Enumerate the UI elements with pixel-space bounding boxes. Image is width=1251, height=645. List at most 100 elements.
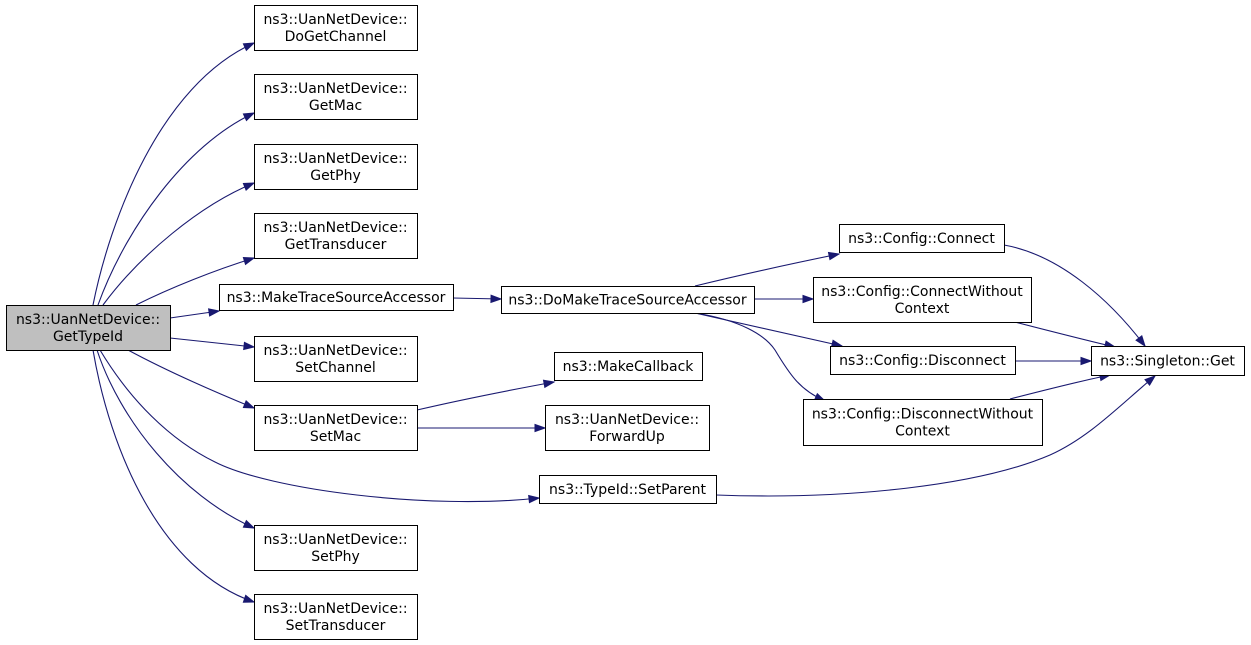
node-getPhy[interactable]: ns3::UanNetDevice::GetPhy [254, 144, 418, 190]
edge-line [96, 349, 255, 529]
node-box[interactable] [254, 594, 418, 640]
edge-root-to-getMac [97, 112, 256, 306]
node-label-line: ns3::Singleton::Get [1100, 354, 1235, 370]
nodes-layer: ns3::UanNetDevice::GetTypeIdns3::UanNetD… [6, 5, 1245, 640]
node-box[interactable] [254, 213, 418, 259]
node-label-line: SetChannel [295, 360, 375, 376]
edge-line [99, 349, 540, 503]
arrowhead [528, 494, 541, 504]
node-box[interactable] [813, 277, 1032, 323]
node-box[interactable] [830, 346, 1016, 375]
node-setTransducer[interactable]: ns3::UanNetDevice::SetTransducer [254, 594, 418, 640]
arrowhead [242, 42, 256, 52]
node-box[interactable] [1091, 346, 1245, 376]
node-label-line: ns3::UanNetDevice:: [263, 81, 407, 97]
node-label-line: ns3::TypeId::SetParent [549, 482, 706, 498]
edge-line [169, 337, 255, 348]
node-label-line: ns3::UanNetDevice:: [263, 151, 407, 167]
edge-line [715, 375, 1156, 497]
node-doGetChannel[interactable]: ns3::UanNetDevice::DoGetChannel [254, 5, 418, 51]
node-configConnect[interactable]: ns3::Config::Connect [839, 224, 1005, 253]
node-box[interactable] [254, 5, 418, 51]
edges-layer [92, 42, 1157, 603]
edge-line [694, 312, 826, 402]
node-label-line: ForwardUp [589, 429, 665, 445]
edge-configDisconnectWithoutContext-to-singletonGet [1009, 372, 1112, 400]
node-label-line: ns3::DoMakeTraceSourceAccessor [508, 293, 746, 309]
node-label-line: GetTypeId [53, 329, 123, 345]
node-box[interactable] [254, 336, 418, 382]
node-label-line: ns3::UanNetDevice:: [263, 343, 407, 359]
node-box[interactable] [254, 525, 418, 571]
edge-root-to-setMac [127, 349, 256, 409]
node-setMac[interactable]: ns3::UanNetDevice::SetMac [254, 405, 418, 451]
node-typeIdSetParent[interactable]: ns3::TypeId::SetParent [539, 475, 717, 504]
node-doMakeTraceSourceAccessor[interactable]: ns3::DoMakeTraceSourceAccessor [501, 286, 755, 314]
edge-line [127, 349, 255, 409]
edge-line [92, 349, 255, 603]
node-box[interactable] [6, 305, 171, 351]
edge-line [97, 112, 255, 306]
node-setChannel[interactable]: ns3::UanNetDevice::SetChannel [254, 336, 418, 382]
node-box[interactable] [839, 224, 1005, 253]
node-setPhy[interactable]: ns3::UanNetDevice::SetPhy [254, 525, 418, 571]
edge-root-to-doGetChannel [92, 42, 256, 306]
node-box[interactable] [545, 405, 710, 451]
arrowhead [242, 182, 256, 191]
node-label-line: ns3::UanNetDevice:: [263, 601, 407, 617]
node-label-line: ns3::Config::ConnectWithout [821, 284, 1023, 300]
node-label-line: SetPhy [311, 549, 360, 565]
edge-makeTraceSourceAccessor-to-doMakeTraceSourceAccessor [452, 294, 503, 304]
node-label-line: GetTransducer [285, 237, 387, 253]
edge-line [416, 381, 555, 411]
node-forwardUp[interactable]: ns3::UanNetDevice::ForwardUp [545, 405, 710, 451]
edge-root-to-setTransducer [92, 349, 256, 603]
arrowhead [490, 294, 503, 304]
node-label-line: GetMac [309, 98, 362, 114]
node-box[interactable] [254, 74, 418, 120]
node-singletonGet[interactable]: ns3::Singleton::Get [1091, 346, 1245, 376]
node-label-line: ns3::UanNetDevice:: [263, 12, 407, 28]
arrowhead [542, 379, 556, 389]
edge-setMac-to-forwardUp [417, 423, 547, 433]
node-label-line: ns3::MakeTraceSourceAccessor [227, 290, 446, 306]
node-label-line: ns3::Config::Disconnect [839, 353, 1006, 369]
arrowhead [242, 594, 256, 603]
arrowhead [242, 112, 256, 122]
arrowhead [242, 400, 256, 409]
edge-configConnectWithoutContext-to-singletonGet [1014, 321, 1117, 349]
node-box[interactable] [539, 475, 717, 504]
node-root[interactable]: ns3::UanNetDevice::GetTypeId [6, 305, 171, 351]
node-label-line: DoGetChannel [285, 29, 387, 45]
arrowhead [242, 256, 256, 266]
arrowhead [1135, 335, 1146, 348]
node-box[interactable] [803, 399, 1043, 446]
node-makeTraceSourceAccessor[interactable]: ns3::MakeTraceSourceAccessor [219, 284, 454, 311]
node-box[interactable] [254, 144, 418, 190]
arrowhead [802, 294, 815, 304]
edge-line [1003, 244, 1146, 347]
node-box[interactable] [501, 286, 755, 314]
edge-doMakeTraceSourceAccessor-to-configDisconnectWithoutContext [694, 312, 827, 402]
node-label-line: ns3::UanNetDevice:: [263, 532, 407, 548]
edge-root-to-setPhy [96, 349, 256, 529]
node-box[interactable] [254, 405, 418, 451]
edge-configDisconnect-to-singletonGet [1015, 356, 1093, 366]
edge-root-to-getPhy [102, 182, 256, 306]
node-configDisconnect[interactable]: ns3::Config::Disconnect [830, 346, 1016, 375]
node-label-line: Context [895, 424, 950, 440]
edge-line [694, 253, 840, 287]
node-box[interactable] [554, 352, 703, 381]
node-makeCallback[interactable]: ns3::MakeCallback [554, 352, 703, 381]
node-box[interactable] [219, 284, 454, 311]
node-label-line: ns3::UanNetDevice:: [263, 412, 407, 428]
node-getTransducer[interactable]: ns3::UanNetDevice::GetTransducer [254, 213, 418, 259]
node-getMac[interactable]: ns3::UanNetDevice::GetMac [254, 74, 418, 120]
edge-line [1014, 321, 1116, 348]
arrowhead [827, 251, 841, 261]
node-label-line: ns3::UanNetDevice:: [555, 412, 699, 428]
node-label-line: ns3::UanNetDevice:: [263, 220, 407, 236]
